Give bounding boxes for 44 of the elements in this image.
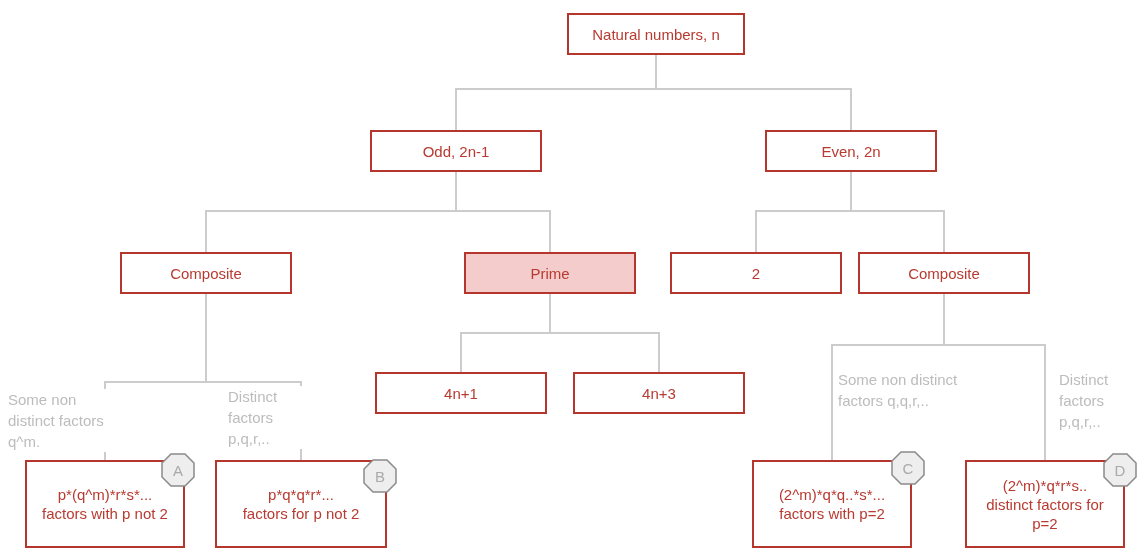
node-label: Composite bbox=[170, 263, 242, 283]
process-box bbox=[858, 252, 1030, 294]
process-box bbox=[120, 252, 292, 294]
edge-label: Some non distinct factors q^m. bbox=[8, 389, 108, 452]
process-box bbox=[567, 13, 745, 55]
process-box bbox=[375, 372, 547, 414]
node-label: 4n+3 bbox=[642, 383, 676, 403]
process-box bbox=[670, 252, 842, 294]
badge-letter: A bbox=[173, 461, 183, 479]
octagon-badge bbox=[161, 453, 195, 487]
node-label: Composite bbox=[908, 263, 980, 283]
badge-letter: C bbox=[902, 459, 914, 477]
connector-line bbox=[455, 171, 551, 253]
node-label: (2^m)*q*q..*s*... bbox=[778, 485, 886, 504]
node-label: (2^m)*q*r*s.. bbox=[1002, 475, 1088, 495]
connector-line bbox=[549, 293, 660, 373]
node-label: distinct factors for p=2 bbox=[985, 494, 1105, 533]
node-label: 4n+1 bbox=[444, 383, 478, 403]
process-box bbox=[752, 460, 912, 548]
process-box bbox=[25, 460, 185, 548]
node-label: p*(q^m)*r*s*... bbox=[57, 485, 153, 504]
node-label: Prime bbox=[530, 263, 570, 283]
process-box bbox=[370, 130, 542, 172]
process-box bbox=[573, 372, 745, 414]
process-box bbox=[765, 130, 937, 172]
badge-letter: D bbox=[1114, 461, 1126, 479]
octagon-badge bbox=[363, 459, 397, 493]
node-label: factors for p not 2 bbox=[242, 504, 360, 523]
process-box bbox=[965, 460, 1125, 548]
node-label: factors with p not 2 bbox=[42, 504, 168, 523]
connector-line bbox=[655, 54, 852, 131]
node-label: p*q*q*r*... bbox=[268, 485, 334, 504]
node-label: Odd, 2n-1 bbox=[422, 141, 490, 161]
octagon-badge bbox=[1103, 453, 1137, 487]
octagon-badge bbox=[891, 451, 925, 485]
badge-letter: B bbox=[375, 467, 385, 485]
highlighted-box bbox=[464, 252, 636, 294]
node-label: factors with p=2 bbox=[779, 504, 885, 523]
connector-line bbox=[850, 171, 945, 253]
node-label: Even, 2n bbox=[821, 141, 881, 161]
node-label: Natural numbers, n bbox=[592, 24, 720, 44]
node-label: 2 bbox=[751, 263, 761, 283]
connector-line bbox=[943, 293, 1046, 461]
process-box bbox=[215, 460, 387, 548]
